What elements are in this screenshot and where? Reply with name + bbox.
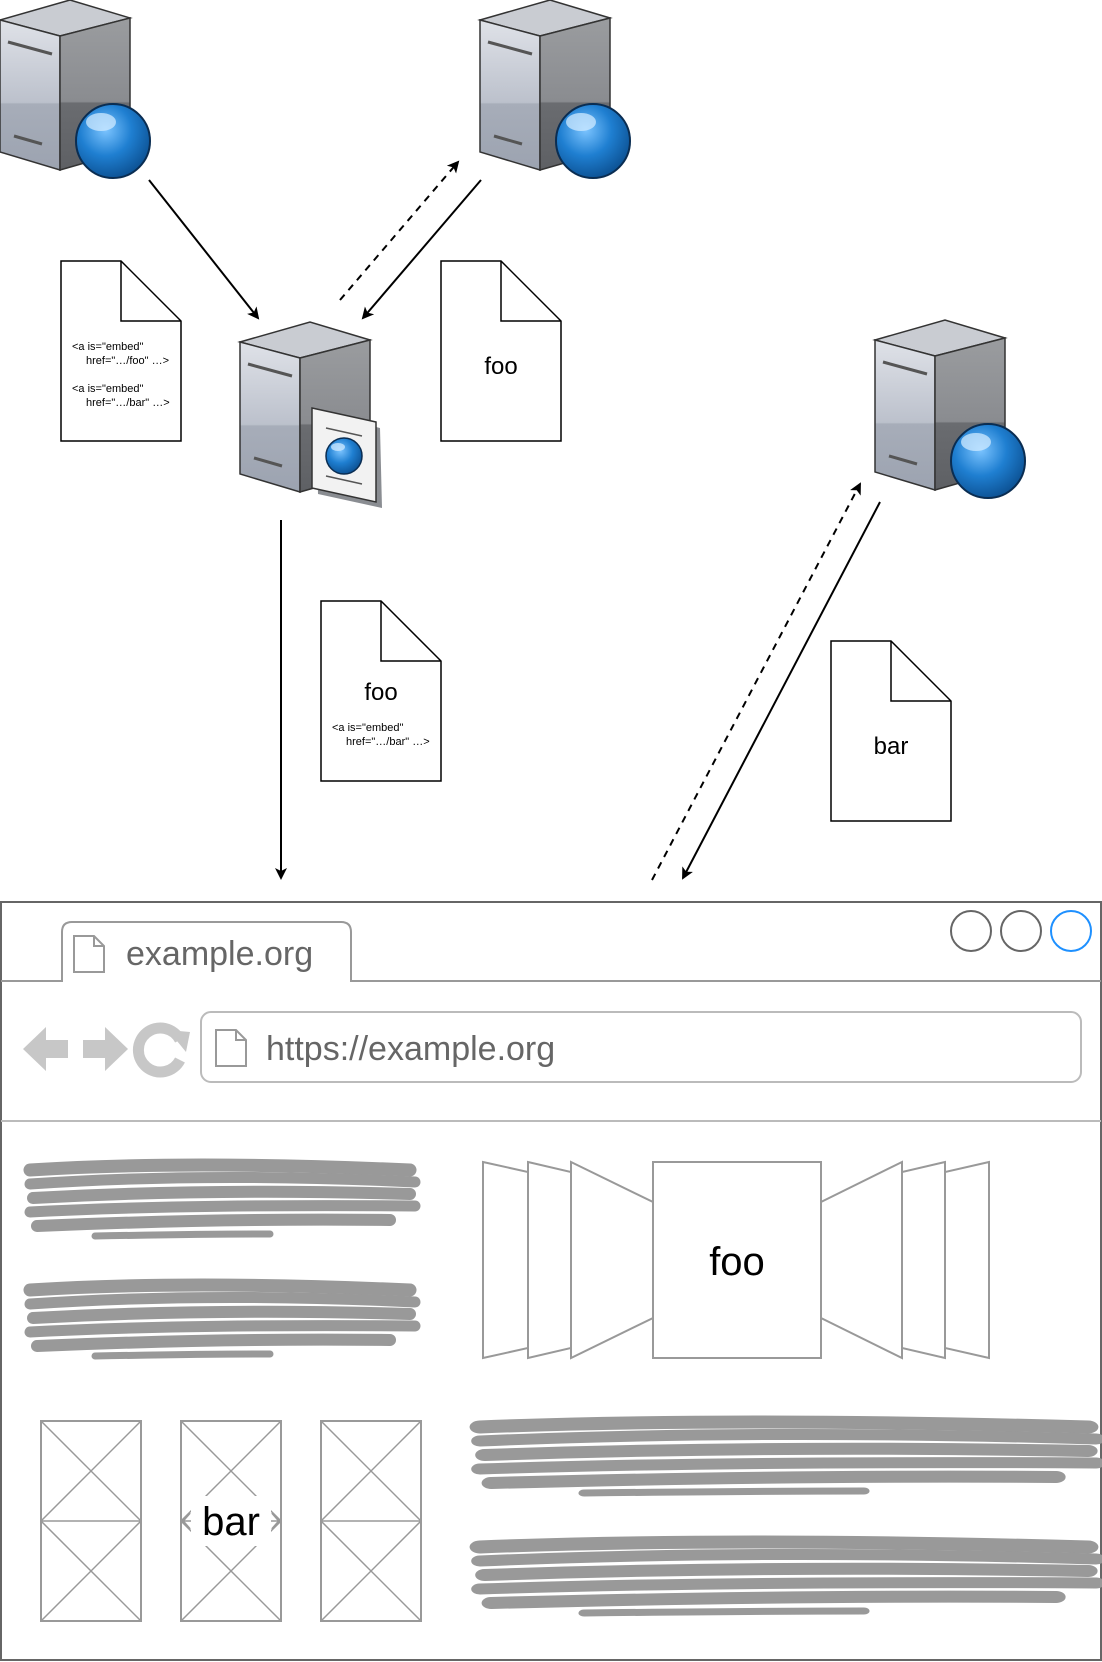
maximize-button[interactable] xyxy=(1000,910,1042,952)
origin-server-icon xyxy=(0,0,152,180)
browser-request-bar-arrow xyxy=(651,482,861,881)
tab-example-org[interactable] xyxy=(1,921,1101,982)
reload-icon[interactable] xyxy=(132,1022,190,1078)
carousel-center-slide[interactable] xyxy=(652,1161,822,1359)
index-doc-line-1: <a is="embed" xyxy=(72,341,144,353)
index-doc-line-4: href="…/bar" …> xyxy=(86,397,170,409)
foo-document: foo xyxy=(440,260,562,442)
carousel-slide xyxy=(482,1160,529,1360)
image-placeholder xyxy=(40,1420,142,1622)
minimize-button[interactable] xyxy=(950,910,992,952)
gallery-center-label: bar xyxy=(202,1500,260,1544)
gallery-next-icon[interactable] xyxy=(271,1512,281,1530)
foo-combined-doc-line-1: <a is="embed" xyxy=(332,722,404,734)
bar-response-arrow xyxy=(682,501,881,880)
index-doc-line-3: <a is="embed" xyxy=(72,383,144,395)
foo-combined-document: foo <a is="embed" href="…/bar" …> xyxy=(320,600,442,782)
forward-arrow-icon[interactable] xyxy=(83,1027,128,1071)
gallery-label-background xyxy=(191,1496,271,1546)
page-icon xyxy=(73,935,105,973)
foo-combined-doc-line-2: href="…/bar" …> xyxy=(346,736,430,748)
close-button[interactable] xyxy=(1050,910,1092,952)
origin-to-edge-arrow xyxy=(148,179,260,320)
foo-combined-doc-title: foo xyxy=(364,679,397,706)
gallery-prev-icon[interactable] xyxy=(181,1512,191,1530)
foo-doc-title: foo xyxy=(484,353,517,380)
edge-request-foo-arrow xyxy=(339,160,460,301)
foo-response-arrow xyxy=(361,179,482,320)
carousel-slide xyxy=(527,1160,572,1360)
carousel-slide xyxy=(901,1160,946,1360)
bar-server-icon xyxy=(873,318,1027,500)
back-arrow-icon[interactable] xyxy=(23,1027,68,1071)
bar-doc-title: bar xyxy=(874,733,909,760)
browser-window: example.org https://example.org xyxy=(0,901,1102,1661)
image-placeholder xyxy=(320,1420,422,1622)
index-document: <a is="embed" href="…/foo" …> <a is="emb… xyxy=(60,260,182,442)
carousel-slide xyxy=(944,1160,990,1360)
index-doc-line-2: href="…/foo" …> xyxy=(86,355,169,367)
address-bar[interactable] xyxy=(200,1011,1082,1083)
bar-document: bar xyxy=(830,640,952,822)
foo-server-icon xyxy=(478,0,632,180)
url-text: https://example.org xyxy=(266,1030,555,1068)
tab-label: example.org xyxy=(126,935,313,973)
edge-server-icon xyxy=(238,320,384,510)
carousel[interactable] xyxy=(482,1160,990,1360)
url-page-icon xyxy=(215,1029,247,1067)
carousel-center-label: foo xyxy=(709,1240,765,1284)
